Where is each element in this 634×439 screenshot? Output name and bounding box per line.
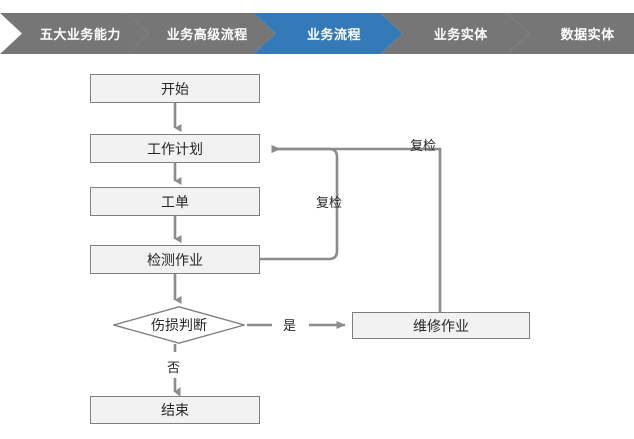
breadcrumb-chevron-label: 数据实体 bbox=[560, 27, 615, 42]
flow-node-start[interactable]: 开始 bbox=[90, 74, 260, 103]
breadcrumb-chevron-label: 业务流程 bbox=[306, 27, 361, 42]
flow-node-label: 检测作业 bbox=[147, 251, 203, 268]
edge-label-yes: 是 bbox=[283, 318, 297, 333]
flow-node-label: 伤损判断 bbox=[151, 317, 207, 333]
breadcrumb-chevron-label: 五大业务能力 bbox=[39, 27, 121, 42]
flow-node-label: 开始 bbox=[161, 80, 189, 97]
breadcrumb-chevron-label: 业务实体 bbox=[433, 27, 488, 42]
breadcrumb-chevron-3[interactable]: 业务流程 bbox=[253, 13, 403, 54]
flow-node-damage[interactable]: 伤损判断 bbox=[113, 306, 245, 344]
edge-recheck-outer bbox=[405, 147, 442, 312]
edge-label-recheck_inner: 复检 bbox=[316, 195, 343, 210]
diamond-shape bbox=[113, 306, 245, 344]
flow-node-work_plan[interactable]: 工作计划 bbox=[90, 134, 260, 163]
breadcrumb-chevron-1[interactable]: 五大业务能力 bbox=[0, 13, 149, 54]
breadcrumb-chevron-label: 业务高级流程 bbox=[166, 27, 248, 42]
breadcrumb-chevron-2[interactable]: 业务高级流程 bbox=[126, 13, 276, 54]
flow-node-work_order[interactable]: 工单 bbox=[90, 187, 260, 216]
flow-node-repair[interactable]: 维修作业 bbox=[352, 312, 530, 339]
flow-node-label: 工单 bbox=[161, 193, 189, 210]
edge-recheck-inner bbox=[260, 145, 339, 261]
breadcrumb: 五大业务能力 业务高级流程 业务流程 业务实体 数据实体 bbox=[0, 13, 634, 54]
edge-label-recheck_outer: 复检 bbox=[410, 138, 437, 153]
flow-node-label: 结束 bbox=[161, 402, 189, 418]
flow-node-inspection[interactable]: 检测作业 bbox=[90, 245, 260, 274]
flow-node-end[interactable]: 结束 bbox=[90, 396, 260, 424]
edge-label-no: 否 bbox=[167, 360, 181, 375]
flow-node-label: 维修作业 bbox=[413, 317, 469, 334]
breadcrumb-chevron-4[interactable]: 业务实体 bbox=[380, 13, 529, 54]
flow-node-label: 工作计划 bbox=[147, 140, 203, 157]
